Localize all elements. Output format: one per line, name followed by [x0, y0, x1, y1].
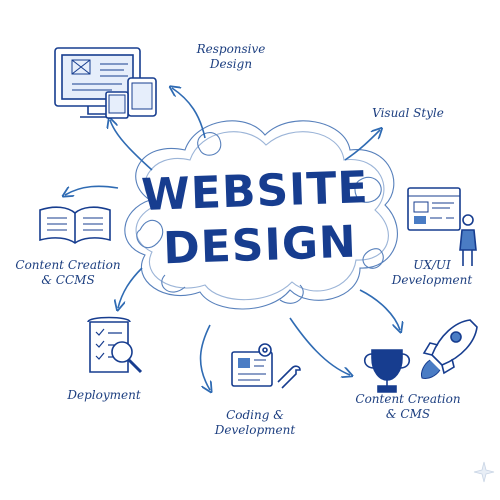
arrows	[65, 88, 400, 390]
label-content-creation-ccms: Content Creation & CCMS	[15, 258, 121, 287]
label-responsive-design: Responsive Design	[196, 42, 266, 71]
label-coding-development: Coding & Development	[214, 408, 296, 437]
label-content-creation-cms: Content Creation & CMS	[355, 392, 461, 421]
center-cloud	[124, 120, 398, 310]
rocket-icon	[421, 319, 478, 379]
center-title-line1: WEBSITE	[140, 162, 370, 221]
open-book-icon	[39, 206, 111, 244]
code-wrench-icon	[231, 343, 301, 389]
label-deployment: Deployment	[67, 388, 141, 402]
trophy-icon	[363, 349, 411, 393]
center-title-line2: DESIGN	[162, 216, 358, 275]
wireframe-person-icon	[407, 187, 477, 266]
devices-icon	[54, 47, 157, 119]
label-visual-style: Visual Style	[372, 106, 444, 120]
sparkle-icon	[473, 461, 495, 483]
checklist-magnifier-icon	[87, 316, 143, 374]
label-uxui-development: UX/UI Development	[391, 258, 473, 287]
